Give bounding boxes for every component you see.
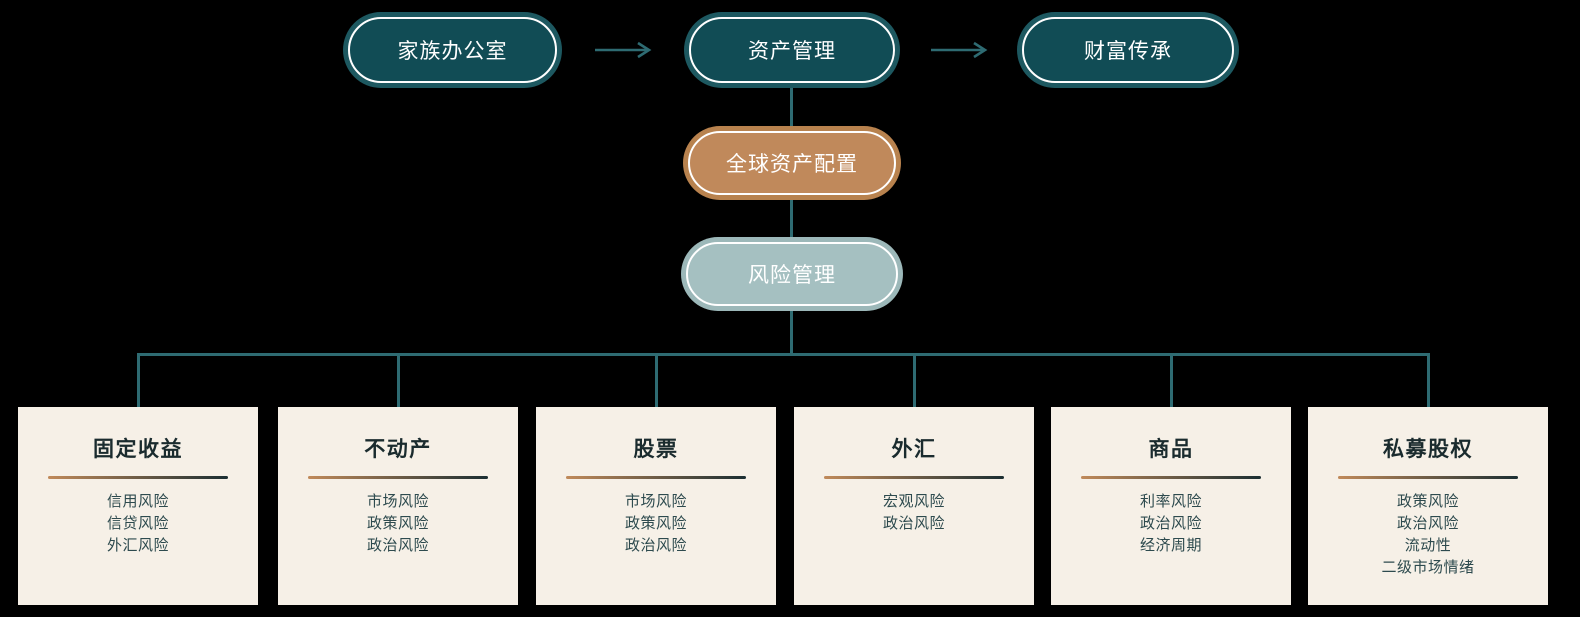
connector-line [790, 88, 793, 126]
card-title: 固定收益 [93, 438, 183, 461]
flow-node-asset-management: 资产管理 [689, 17, 895, 83]
risk-card-forex: 外汇 宏观风险 政治风险 [794, 407, 1034, 605]
risk-item: 市场风险 [624, 493, 687, 510]
risk-item: 宏观风险 [882, 493, 945, 510]
flow-node-label: 风险管理 [748, 264, 836, 287]
connector-line [913, 353, 916, 408]
connector-line [397, 353, 400, 408]
connector-line [790, 311, 793, 355]
flow-node-label: 全球资产配置 [726, 153, 858, 176]
risk-item: 利率风险 [1139, 493, 1202, 510]
connector-line [790, 200, 793, 237]
card-title: 商品 [1148, 438, 1194, 461]
risk-card-private-equity: 私募股权 政策风险 政治风险 流动性 二级市场情绪 [1308, 407, 1548, 605]
flow-node-label: 资产管理 [748, 40, 836, 63]
risk-item: 二级市场情绪 [1381, 559, 1475, 576]
connector-line [1170, 353, 1173, 408]
card-divider [566, 476, 746, 479]
card-divider [824, 476, 1004, 479]
card-divider [308, 476, 488, 479]
arrow-right-icon [931, 41, 988, 59]
risk-card-stocks: 股票 市场风险 政策风险 政治风险 [536, 407, 776, 605]
risk-card-commodities: 商品 利率风险 政治风险 经济周期 [1051, 407, 1291, 605]
flow-node-label: 财富传承 [1084, 40, 1172, 63]
risk-item: 外汇风险 [106, 537, 169, 554]
flow-node-risk-management: 风险管理 [686, 242, 898, 306]
card-title: 股票 [633, 438, 679, 461]
card-title: 私募股权 [1383, 438, 1473, 461]
risk-item: 信贷风险 [106, 515, 169, 532]
risk-item: 政治风险 [366, 537, 429, 554]
risk-item: 市场风险 [366, 493, 429, 510]
card-divider [48, 476, 228, 479]
risk-item: 政治风险 [624, 537, 687, 554]
risk-card-real-estate: 不动产 市场风险 政策风险 政治风险 [278, 407, 518, 605]
arrow-right-icon [595, 41, 652, 59]
risk-item: 政策风险 [624, 515, 687, 532]
risk-item: 政治风险 [882, 515, 945, 532]
connector-line [655, 353, 658, 408]
risk-item: 政策风险 [366, 515, 429, 532]
card-divider [1081, 476, 1261, 479]
risk-item: 经济周期 [1139, 537, 1202, 554]
flow-node-family-office: 家族办公室 [348, 17, 557, 83]
risk-item: 政策风险 [1396, 493, 1459, 510]
connector-line [138, 353, 1429, 356]
connector-line [137, 353, 140, 408]
card-title: 外汇 [891, 438, 937, 461]
card-divider [1338, 476, 1518, 479]
risk-item: 政治风险 [1396, 515, 1459, 532]
risk-item: 信用风险 [106, 493, 169, 510]
risk-item: 政治风险 [1139, 515, 1202, 532]
flow-node-global-asset-allocation: 全球资产配置 [688, 131, 896, 195]
flow-node-wealth-inheritance: 财富传承 [1022, 17, 1234, 83]
risk-card-fixed-income: 固定收益 信用风险 信贷风险 外汇风险 [18, 407, 258, 605]
risk-item: 流动性 [1404, 537, 1452, 554]
connector-line [1427, 353, 1430, 408]
card-title: 不动产 [364, 438, 432, 461]
flow-node-label: 家族办公室 [397, 40, 508, 63]
